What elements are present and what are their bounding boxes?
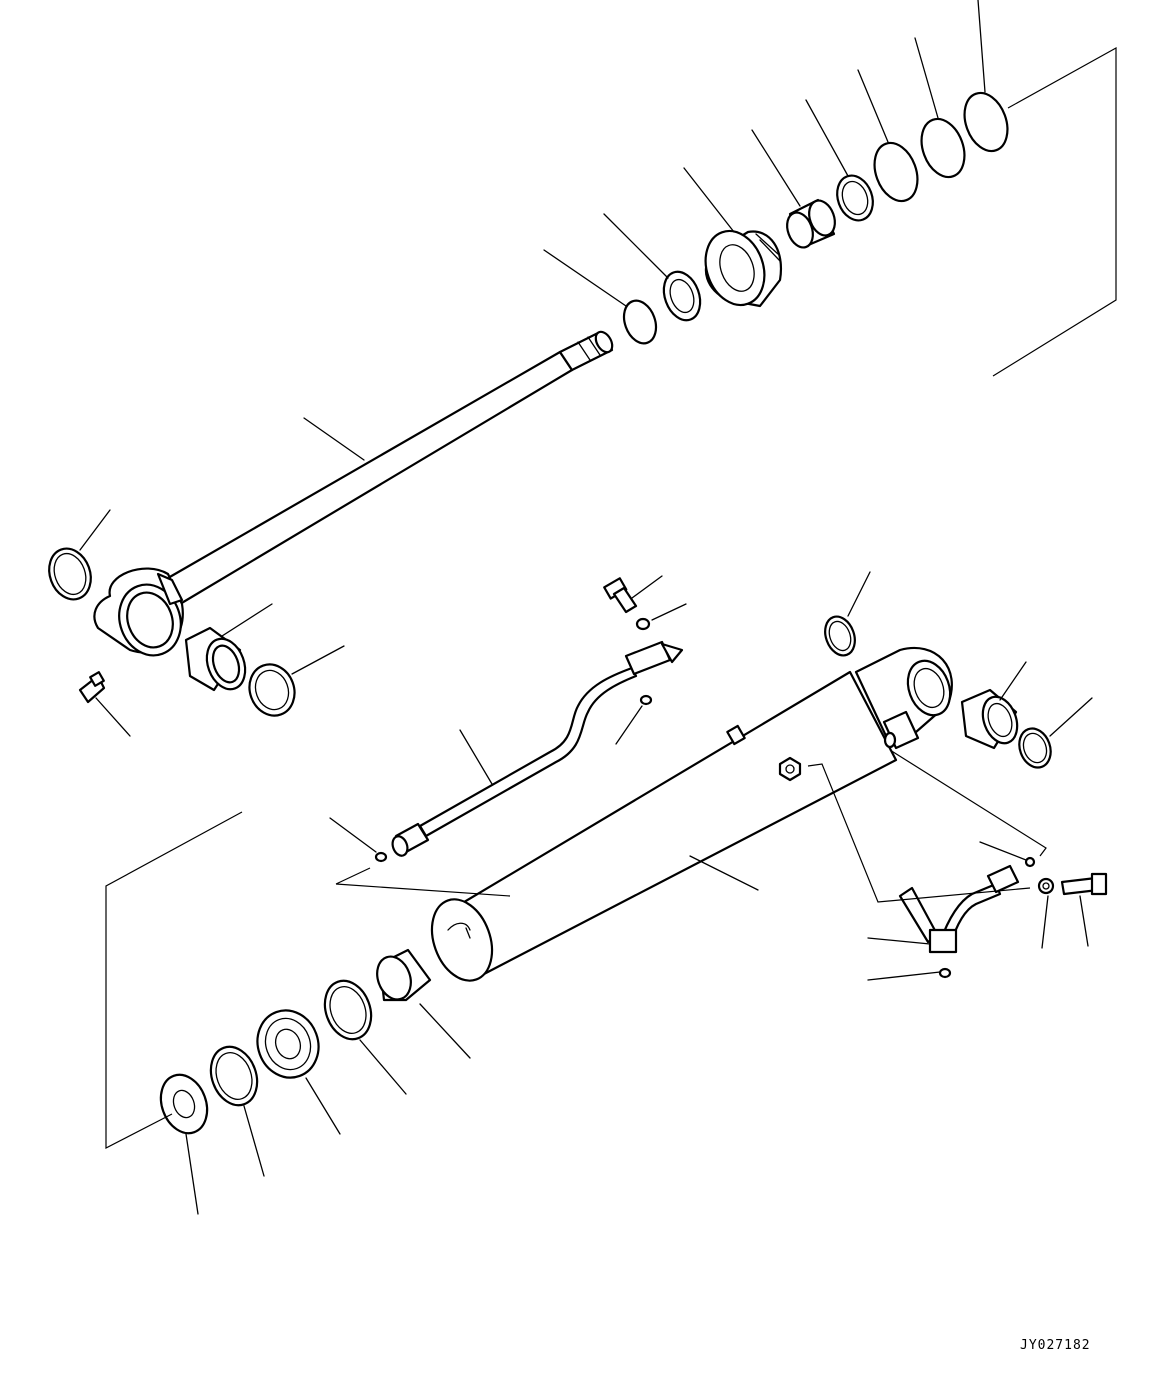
pipe-o-ring (639, 694, 653, 706)
tube-port-block (882, 710, 920, 750)
tube-port-nut (778, 756, 802, 782)
head-side-pipe (391, 640, 684, 857)
tube-pipe-mount (726, 724, 746, 746)
cylinder-head-bushing (376, 948, 432, 1002)
bottom-eye-bushing (960, 688, 1019, 750)
bottom-eye-dust-seal-left (824, 615, 856, 657)
rod-packing (209, 1045, 259, 1107)
backup-ring-a (873, 141, 919, 203)
rod-bushing (184, 626, 247, 692)
piston-nut (662, 270, 702, 322)
group-bracket-bottom-pipe (807, 763, 1031, 903)
group-bracket-right (992, 46, 1117, 377)
group-bracket-left (105, 811, 243, 1149)
rod-eye-dust-seal-right (248, 663, 296, 717)
bottom-pipe-bolt (1060, 872, 1108, 896)
cylinder-head (256, 1009, 320, 1079)
bottom-eye-dust-seal-right (1018, 727, 1052, 769)
piston-rod-assembly (48, 91, 1009, 717)
piston-seal (836, 174, 874, 222)
group-bracket-port (889, 749, 1047, 857)
backup-ring-b (920, 117, 966, 179)
drawing-code: JY027182 (1020, 1338, 1091, 1353)
rod-eye-dust-seal-left (48, 547, 92, 601)
dust-wiper (159, 1073, 209, 1135)
grease-fitting (78, 671, 106, 704)
rod-eye (93, 567, 184, 657)
cylinder-tube (430, 670, 898, 982)
leader-lines (79, 0, 1093, 1215)
pipe-clamp-bolt (603, 577, 638, 614)
snap-ring (622, 299, 658, 345)
group-bracket-tube (335, 883, 511, 897)
group-bracket-o-rings (335, 867, 371, 885)
wear-ring (786, 198, 836, 249)
piston-rod (166, 330, 614, 606)
head-pipe-o-ring (374, 851, 388, 863)
bottom-pipe-o-ring (1024, 856, 1036, 868)
piston (704, 229, 783, 308)
tube-bottom-eye (854, 647, 953, 738)
o-ring (963, 91, 1009, 153)
bottom-side-pipe (898, 864, 1020, 954)
head-seal-ring (323, 979, 373, 1041)
bottom-pipe-washer (1037, 877, 1055, 895)
cylinder-tube-assembly (159, 577, 1108, 1135)
pipe-mount-o-ring (938, 967, 952, 979)
pipe-clamp-washer (635, 617, 651, 631)
